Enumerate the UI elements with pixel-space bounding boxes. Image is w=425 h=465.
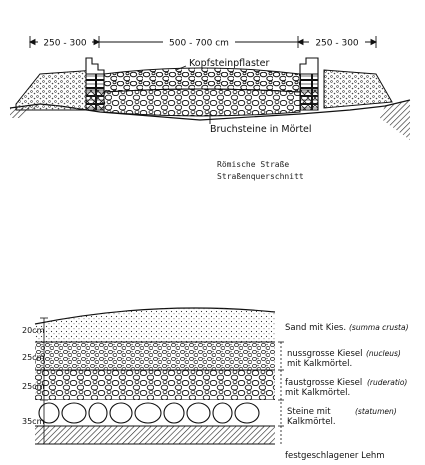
rubble-label: Bruchsteine in Mörtel xyxy=(210,124,312,135)
layer-4-label-line2: Kalkmörtel. xyxy=(287,417,336,427)
layer-3-label-line2: mit Kalkmörtel. xyxy=(285,388,350,398)
rubble-layer xyxy=(103,88,301,117)
depth-label-1: 20cm xyxy=(22,326,45,335)
statumen-stone xyxy=(234,402,260,424)
statumen-stone xyxy=(38,402,60,424)
base-label: festgeschlagener Lehm xyxy=(285,451,385,461)
layer-3-label-line1: faustgrosse Kiesel xyxy=(285,378,362,388)
statumen-stone xyxy=(88,402,108,424)
statumen-stone xyxy=(186,402,211,424)
layer-4-label-line1: Steine mit xyxy=(287,407,331,417)
depth-label-3: 25cm xyxy=(22,382,45,391)
layer-2-latin: (nucleus) xyxy=(366,349,401,358)
statumen-stone xyxy=(134,402,162,424)
cobblestone-surface xyxy=(103,67,301,93)
dim-right-label: 250 - 300 xyxy=(315,39,359,49)
dim-center-label: 500 - 700 cm xyxy=(169,39,229,49)
left-curb xyxy=(85,57,105,111)
statumen-stone xyxy=(212,402,233,424)
caption-line-1: Römische Straße xyxy=(217,160,290,169)
depth-label-2: 25cm xyxy=(22,353,45,362)
depth-label-4: 35cm xyxy=(22,417,45,426)
layer-1-latin: (summa crusta) xyxy=(349,323,409,332)
layer-nucleus xyxy=(35,342,275,370)
statumen-stone xyxy=(109,402,133,424)
cobblestone-leader xyxy=(175,65,187,71)
right-curb xyxy=(299,57,319,111)
dim-left-label: 250 - 300 xyxy=(43,39,87,49)
layer-3-latin: (ruderatio) xyxy=(367,378,407,387)
top-cross-section: 250 - 300 500 - 700 cm 250 - 300 xyxy=(9,35,411,140)
layer-4-latin: (statumen) xyxy=(355,407,397,416)
layer-1-label: Sand mit Kies. xyxy=(285,323,346,333)
left-sidewalk-fill xyxy=(15,69,97,111)
statumen-stone xyxy=(163,402,185,424)
layer-2-label-line1: nussgrosse Kiesel xyxy=(287,349,363,359)
layer-sand xyxy=(35,308,275,342)
layer-statumen xyxy=(35,400,275,426)
depth-scale xyxy=(40,317,48,445)
ground-hatch-right xyxy=(380,100,410,140)
layer-section: 20cm 25cm 25cm 35cm Sand mit Kies. (summ… xyxy=(22,307,409,461)
cobblestone-label: Kopfsteinpflaster xyxy=(189,58,269,69)
statumen-stone xyxy=(61,402,87,424)
right-sidewalk-fill xyxy=(323,69,393,109)
right-separators xyxy=(278,341,284,444)
caption-line-2: Straßenquerschnitt xyxy=(217,172,304,181)
layer-base-clay xyxy=(35,426,275,444)
layer-2-label-line2: mit Kalkmörtel. xyxy=(287,359,352,369)
layer-ruderatio xyxy=(35,370,275,400)
